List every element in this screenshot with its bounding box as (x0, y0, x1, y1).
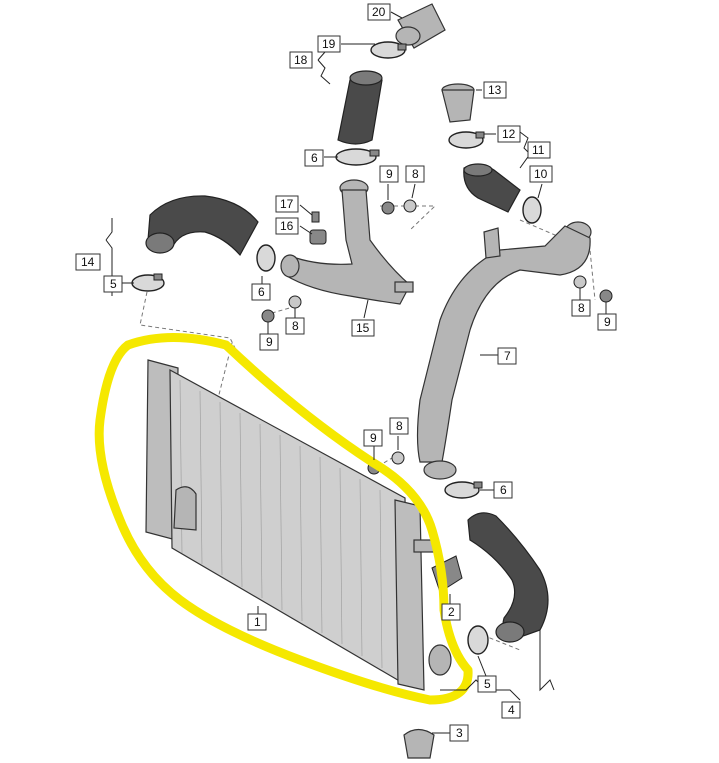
hose-11 (463, 163, 521, 213)
hose-14 (145, 195, 259, 257)
label-14: 14 (81, 255, 95, 269)
clamp-6-top (335, 148, 380, 166)
label-10: 10 (534, 167, 548, 181)
label-16: 16 (280, 219, 294, 233)
clamp-5-left (131, 273, 165, 292)
pipe-7 (416, 221, 592, 480)
label-17: 17 (280, 197, 294, 211)
part-number-labels: 20 19 18 6 9 8 17 16 13 12 11 10 14 5 6 … (75, 3, 617, 742)
label-4: 4 (508, 703, 515, 717)
label-8-right: 8 (578, 301, 585, 315)
hose-upper-18 (337, 70, 383, 145)
intercooler-highlight (94, 333, 473, 705)
label-13: 13 (488, 83, 502, 97)
label-9-upper: 9 (386, 167, 393, 181)
washer-8-left (288, 295, 302, 309)
washer-8-right (573, 275, 587, 289)
label-5-lower: 5 (484, 677, 491, 691)
label-8-mid: 8 (396, 419, 403, 433)
label-3: 3 (456, 726, 463, 740)
hose-top-20 (395, 3, 446, 49)
clamp-12 (448, 131, 485, 149)
label-6-left: 6 (258, 285, 265, 299)
sensor-16 (309, 229, 327, 245)
hose-4 (467, 512, 549, 643)
label-8-upper: 8 (412, 167, 419, 181)
bolt-9-left (261, 309, 275, 323)
label-9-right: 9 (604, 315, 611, 329)
bolt-9-upper (381, 201, 395, 215)
label-18: 18 (294, 53, 308, 67)
label-9-left: 9 (266, 335, 273, 349)
intercooler-fins (179, 379, 383, 669)
label-5-left: 5 (110, 277, 117, 291)
label-6-right: 6 (500, 483, 507, 497)
label-8-left: 8 (292, 319, 299, 333)
clamp-10 (522, 196, 542, 224)
plug-3 (403, 728, 435, 759)
label-20: 20 (372, 5, 386, 19)
label-1: 1 (254, 615, 261, 629)
washer-8-upper (403, 199, 417, 213)
pipe-15 (280, 179, 414, 305)
label-12: 12 (502, 127, 516, 141)
clamp-5-lower (467, 625, 489, 655)
clamp-6-right (444, 481, 483, 499)
label-19: 19 (322, 37, 336, 51)
bolt-9-right (599, 289, 613, 303)
label-11: 11 (532, 143, 545, 157)
clamp-6-left (256, 244, 276, 272)
label-2: 2 (448, 605, 455, 619)
label-7: 7 (504, 349, 511, 363)
label-6-top: 6 (311, 151, 318, 165)
label-15: 15 (356, 321, 370, 335)
label-9-mid: 9 (370, 431, 377, 445)
pipe-end-13 (441, 83, 475, 123)
washer-8-mid (391, 451, 405, 465)
intercooler-1 (145, 359, 452, 691)
clamp-19 (370, 41, 407, 59)
bolt-17 (311, 211, 320, 223)
